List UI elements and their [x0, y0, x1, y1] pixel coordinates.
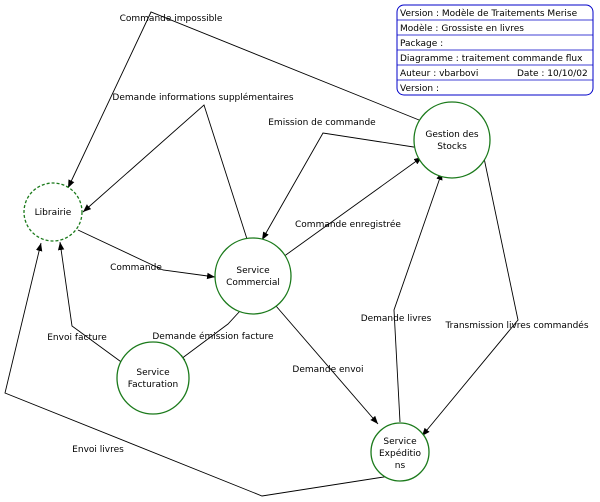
- node-label-service-commercial-line1: Service: [236, 266, 270, 276]
- flow-label-envoi-livres: Envoi livres: [72, 445, 124, 455]
- flow-label-demande-livres: Demande livres: [361, 314, 432, 324]
- info-package: Package :: [400, 39, 443, 49]
- flow-line-commande-enregistree: [282, 156, 423, 258]
- model-info-box: Version : Modèle de Traitements Merise M…: [396, 4, 594, 96]
- info-model: Modèle : Grossiste en livres: [400, 23, 524, 34]
- flow-label-emission-commande: Emission de commande: [268, 118, 376, 128]
- node-librairie: Librairie: [23, 182, 83, 242]
- node-service-facturation: Service Facturation: [116, 341, 190, 415]
- info-diagram: Diagramme : traitement commande flux: [400, 54, 583, 64]
- flow-line-transmission-livres: [421, 157, 519, 437]
- node-service-expeditions: Service Expéditio ns: [370, 422, 430, 482]
- flow-label-transmission-livres: Transmission livres commandés: [444, 320, 588, 331]
- node-service-commercial: Service Commercial: [214, 237, 292, 315]
- flow-line-demande-info: [82, 104, 248, 240]
- flow-label-demande-info: Demande informations supplémentaires: [112, 92, 294, 103]
- flow-line-emission-commande: [261, 132, 421, 241]
- node-label-gestion-stocks-line1: Gestion des: [425, 130, 479, 140]
- info-version-model: Version : Modèle de Traitements Merise: [400, 8, 578, 19]
- node-label-service-facturation-line1: Service: [136, 368, 170, 378]
- flow-line-demande-emission-facture: [176, 310, 241, 363]
- flow-line-demande-livres: [393, 171, 443, 423]
- flow-line-envoi-livres: [4, 242, 391, 497]
- node-label-service-expeditions-line2: Expéditio: [379, 448, 422, 459]
- flow-label-demande-emission-facture: Demande émission facture: [152, 331, 274, 342]
- info-version: Version :: [400, 84, 439, 94]
- flow-label-commande: Commande: [110, 263, 162, 273]
- node-label-service-expeditions-line1: Service: [383, 437, 417, 447]
- flow-label-demande-envoi: Demande envoi: [292, 365, 363, 375]
- flow-label-envoi-facture: Envoi facture: [47, 333, 107, 343]
- flow-line-commande: [77, 229, 216, 280]
- flow-label-commande-impossible: Commande impossible: [120, 14, 223, 24]
- flow-line-commande-impossible: [67, 11, 425, 189]
- node-label-gestion-stocks-line2: Stocks: [437, 142, 467, 152]
- flow-label-commande-enregistree: Commande enregistrée: [295, 219, 401, 230]
- flow-lines: [4, 11, 519, 497]
- flow-line-demande-envoi: [275, 305, 379, 425]
- node-label-service-expeditions-line3: ns: [395, 461, 406, 471]
- info-author: Auteur : vbarbovi: [400, 69, 478, 79]
- info-date: Date : 10/10/02: [517, 69, 588, 79]
- flow-line-envoi-facture: [57, 241, 125, 365]
- node-label-service-commercial-line2: Commercial: [226, 278, 280, 288]
- flow-labels: Commande impossible Demande informations…: [47, 14, 589, 455]
- node-label-librairie: Librairie: [35, 208, 72, 218]
- node-gestion-stocks: Gestion des Stocks: [413, 101, 491, 179]
- node-label-service-facturation-line2: Facturation: [128, 380, 179, 390]
